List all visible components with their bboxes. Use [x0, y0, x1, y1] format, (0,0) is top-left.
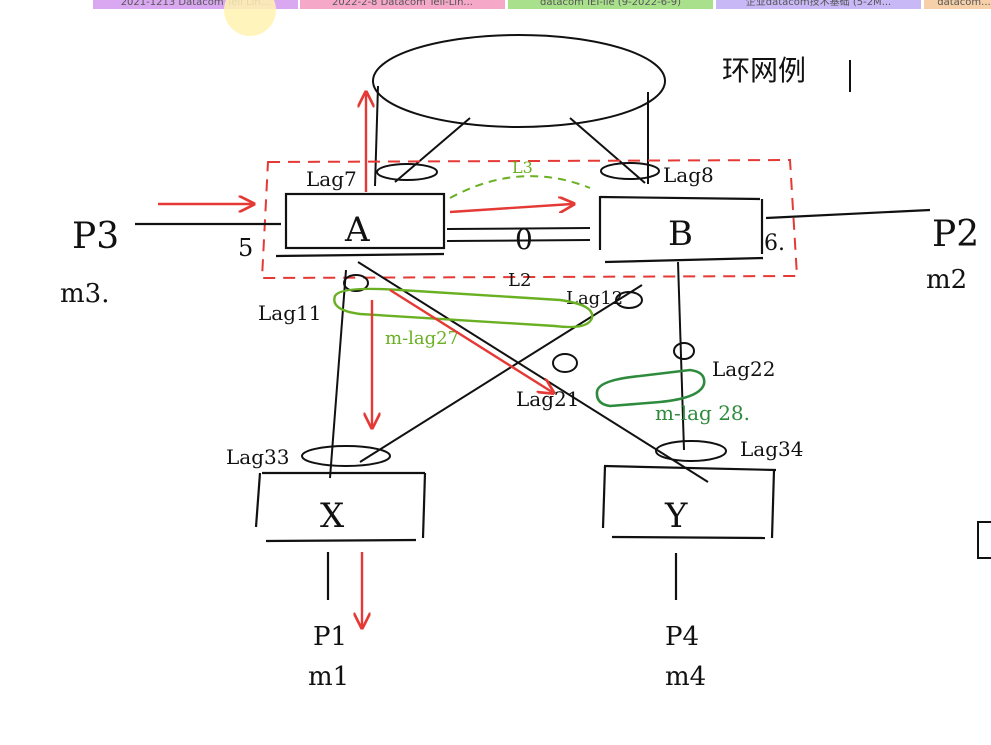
cloud-link-b [569, 117, 646, 184]
lag34-label: Lag34 [740, 437, 803, 461]
link-ab-label: 0 [515, 223, 533, 256]
port-6-label: 6. [764, 231, 785, 256]
host-p2-link [765, 208, 931, 220]
host-p1-label: P1 [313, 622, 347, 652]
cursor-highlight [224, 0, 276, 36]
lag11-label: Lag11 [258, 301, 321, 325]
device-x-right [421, 472, 427, 539]
tab-3[interactable]: datacom IEI-lie (9-2022-6-9) [508, 0, 713, 9]
lag12-oval [615, 291, 643, 309]
host-p3-label: P3 [72, 216, 119, 257]
tab-5[interactable]: datacom... [924, 0, 991, 9]
tab-2[interactable]: 2022-2-8 Datacom Tell-Lin... [300, 0, 505, 9]
lag8-label: Lag8 [663, 163, 714, 187]
link-b-x [359, 284, 643, 463]
link-a-x [329, 269, 347, 479]
cloud-link-left [374, 85, 379, 187]
edge-shape [977, 521, 991, 559]
link-l3-label: L3 [512, 158, 533, 177]
m-lag-group-outline [260, 158, 799, 280]
host-m2-label: m2 [926, 265, 967, 295]
link-ab-line-1 [446, 227, 591, 230]
device-b-label: B [668, 214, 693, 254]
link-a-y [357, 261, 709, 483]
lag8-oval [600, 162, 660, 180]
lag7-oval [376, 163, 438, 181]
lag33-oval [301, 445, 391, 467]
lag22-oval [673, 342, 695, 360]
link-l2-label: L2 [508, 270, 531, 291]
cloud-link-a [394, 117, 471, 183]
flow-arrow-a-to-lag21 [389, 288, 552, 392]
link-ab-line-2 [446, 239, 591, 242]
m-lag27-oval [333, 287, 594, 329]
port-5-label: 5 [238, 234, 253, 262]
device-b-top [599, 195, 761, 201]
host-m3-label: m3. [60, 279, 109, 309]
lag22-label: Lag22 [712, 357, 775, 381]
host-p2-label: P2 [932, 214, 979, 255]
lag34-oval [655, 440, 727, 462]
host-m4-label: m4 [665, 662, 706, 692]
network-cloud [372, 34, 666, 128]
m-lag28-label: m-lag 28. [655, 401, 750, 425]
lag7-label: Lag7 [306, 167, 357, 191]
device-a-label: A [344, 210, 370, 250]
device-a-bottom [275, 252, 445, 258]
lag33-label: Lag33 [226, 445, 289, 469]
tab-4[interactable]: 企业datacom技术基础 (5-2M... [716, 0, 921, 9]
device-x-label: X [320, 496, 345, 536]
m-lag27-label: m-lag27 [385, 328, 459, 349]
device-a-box [284, 192, 446, 250]
device-y-right [770, 469, 776, 539]
flow-arrow-a-to-b [449, 204, 572, 212]
device-y-left [601, 465, 607, 529]
host-p4-label: P4 [665, 622, 699, 652]
host-m1-label: m1 [308, 662, 349, 692]
device-y-top [603, 464, 777, 472]
lag12-label: Lag12 [566, 288, 623, 309]
lag21-oval [552, 353, 578, 373]
device-b-bottom [604, 256, 764, 264]
diagram-title: 环网例 [722, 54, 806, 87]
m-lag28-oval [595, 368, 706, 408]
tab-bar: 2021-1213 Datacom Teil Lin... 2022-2-8 D… [0, 0, 991, 9]
device-y-bottom [611, 535, 766, 540]
device-x-bottom [265, 538, 417, 543]
device-y-label: Y [664, 496, 688, 536]
lag11-oval [343, 274, 369, 292]
link-l3-arc [449, 175, 591, 199]
tab-1[interactable]: 2021-1213 Datacom Teil Lin... [93, 0, 298, 9]
device-x-left [254, 472, 262, 528]
link-b-y [677, 261, 685, 451]
